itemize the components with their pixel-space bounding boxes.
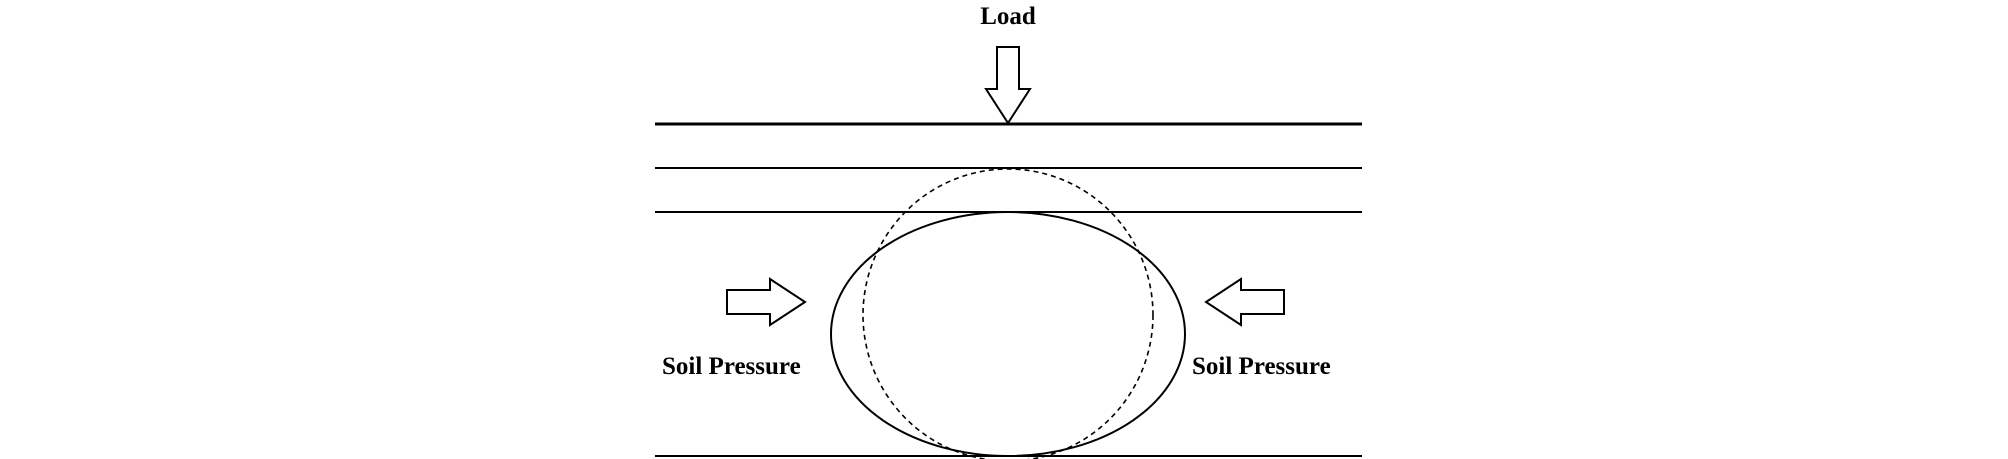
- load-arrow-icon: [984, 46, 1032, 125]
- original-pipe-outline: [862, 168, 1154, 459]
- deformed-pipe-outline: [830, 211, 1186, 457]
- soil-pressure-right-label: Soil Pressure: [1192, 353, 1331, 380]
- load-label: Load: [980, 3, 1036, 30]
- soil-pressure-left-label: Soil Pressure: [662, 353, 801, 380]
- right-soil-pressure-arrow-icon: [1204, 277, 1285, 327]
- left-soil-pressure-arrow-icon: [726, 277, 807, 327]
